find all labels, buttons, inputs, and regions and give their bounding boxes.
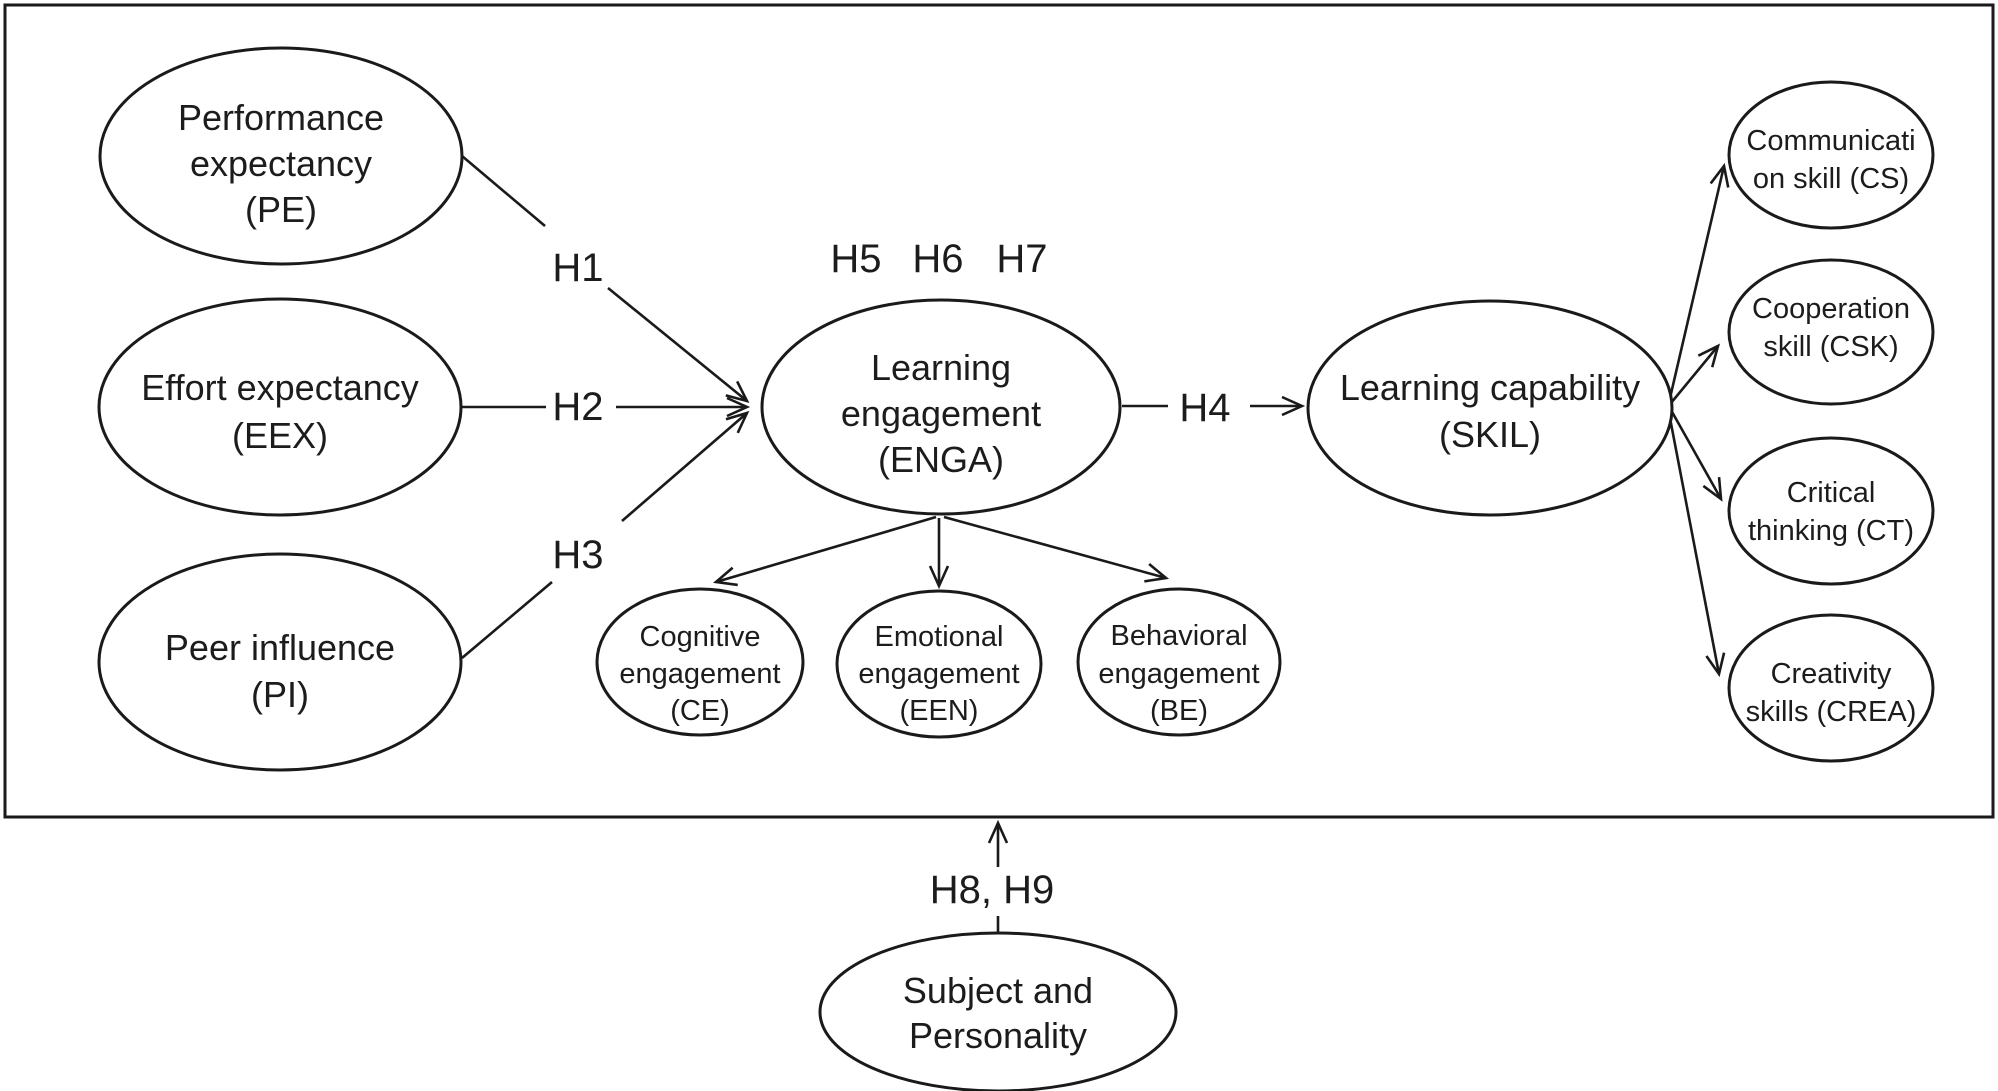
behavioral-engagement-label: Behavioral	[1110, 620, 1247, 652]
cognitive-engagement-label: (CE)	[670, 695, 730, 727]
cognitive-engagement-label: Cognitive	[640, 621, 761, 653]
communication-skill-label: Communicati	[1746, 125, 1915, 157]
emotional-engagement-label: Emotional	[875, 621, 1004, 653]
performance-expectancy-label: expectancy	[190, 143, 372, 184]
skil-crea-arrow	[1667, 412, 1726, 678]
subject-personality-label: Personality	[909, 1015, 1087, 1056]
learning-engagement-label: engagement	[841, 393, 1041, 434]
creativity-skills-ellipse	[1727, 613, 1935, 763]
creativity-skills-label: skills (CREA)	[1746, 696, 1917, 728]
h3-line-segment	[461, 581, 553, 659]
enga-ce-arrow	[712, 515, 937, 587]
cooperation-skill-ellipse	[1727, 258, 1935, 406]
learning-engagement-ellipse	[760, 298, 1122, 516]
skil-ct-arrow	[1669, 409, 1723, 502]
performance-expectancy-label: Performance	[178, 97, 384, 138]
performance-expectancy-label: (PE)	[245, 189, 317, 230]
h2-label: H2	[552, 385, 603, 429]
peer-influence-label: Peer influence	[165, 627, 395, 668]
learning-capability-ellipse	[1306, 299, 1674, 517]
effort-expectancy-ellipse	[97, 297, 463, 517]
creativity-skills-label: Creativity	[1771, 658, 1892, 690]
learning-capability-label: Learning capability	[1340, 367, 1640, 408]
h3-label: H3	[552, 533, 603, 577]
behavioral-engagement-label: (BE)	[1150, 695, 1208, 727]
cooperation-skill-label: Cooperation	[1752, 293, 1910, 325]
cognitive-engagement-label: engagement	[619, 658, 780, 690]
learning-capability-label: (SKIL)	[1439, 414, 1541, 455]
effort-expectancy-label: Effort expectancy	[141, 367, 419, 408]
peer-influence-ellipse	[97, 552, 463, 772]
subject-personality-ellipse	[818, 931, 1178, 1091]
skil-csk-arrow	[1669, 343, 1721, 404]
h6-label: H6	[912, 237, 963, 281]
emotional-engagement-ellipse	[835, 589, 1043, 739]
h7-label: H7	[996, 237, 1047, 281]
effort-expectancy-label: (EEX)	[232, 415, 328, 456]
h1-arrow	[607, 286, 750, 403]
behavioral-engagement-ellipse	[1076, 587, 1282, 737]
emotional-engagement-label: engagement	[858, 658, 1019, 690]
h8-h9-label: H8, H9	[930, 868, 1055, 912]
h5-label: H5	[830, 237, 881, 281]
critical-thinking-label: Critical	[1787, 477, 1876, 509]
h3-arrow	[621, 410, 750, 522]
skil-cs-arrow	[1668, 162, 1730, 399]
emotional-engagement-label: (EEN)	[900, 695, 979, 727]
behavioral-engagement-label: engagement	[1098, 658, 1259, 690]
critical-thinking-ellipse	[1727, 436, 1935, 586]
h1-line-segment	[461, 155, 546, 227]
outer-frame	[3, 3, 1995, 819]
learning-engagement-label: Learning	[871, 347, 1011, 388]
enga-be-arrow	[943, 515, 1170, 583]
learning-engagement-label: (ENGA)	[878, 439, 1004, 480]
performance-expectancy-ellipse	[98, 46, 464, 266]
communication-skill-ellipse	[1727, 80, 1935, 230]
cognitive-engagement-ellipse	[595, 587, 805, 737]
cooperation-skill-label: skill (CSK)	[1763, 331, 1898, 363]
h1-label: H1	[552, 246, 603, 290]
communication-skill-label: on skill (CS)	[1753, 163, 1909, 195]
peer-influence-label: (PI)	[251, 674, 309, 715]
h4-label: H4	[1179, 386, 1230, 430]
critical-thinking-label: thinking (CT)	[1748, 515, 1914, 547]
subject-personality-label: Subject and	[903, 970, 1093, 1011]
